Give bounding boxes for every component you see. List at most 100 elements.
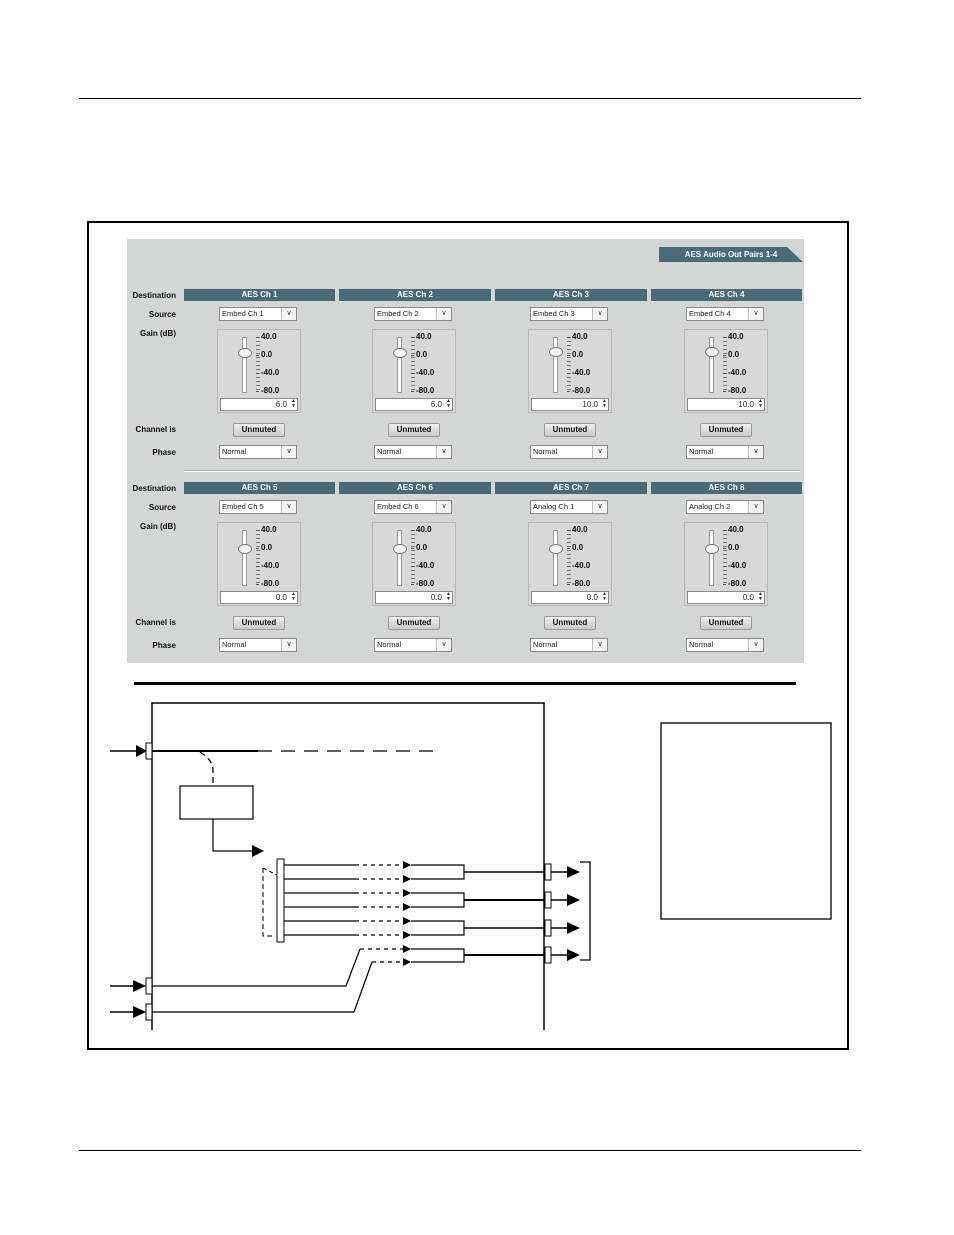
- gain-slider-track[interactable]: [553, 337, 558, 393]
- gain-scale-label: 0.0: [261, 543, 273, 552]
- slider-thumb-icon[interactable]: [549, 346, 563, 357]
- gain-scale-mark: [256, 373, 259, 374]
- chevron-down-icon[interactable]: ∨: [592, 501, 607, 513]
- spin-arrows-icon[interactable]: ▲▼: [758, 398, 763, 409]
- source-select-4[interactable]: Embed Ch 4∨: [686, 307, 764, 321]
- chevron-down-icon[interactable]: ∨: [436, 501, 451, 513]
- chevron-down-icon[interactable]: ∨: [748, 639, 763, 651]
- panel-title-tab[interactable]: AES Audio Out Pairs 1-4: [659, 247, 803, 262]
- chevron-down-icon[interactable]: ∨: [436, 639, 451, 651]
- gain-scale-ticks: [256, 530, 260, 584]
- mute-button-4[interactable]: Unmuted: [700, 423, 752, 437]
- mute-button-1[interactable]: Unmuted: [233, 423, 285, 437]
- gain-scale-mark: [723, 391, 726, 392]
- page-top-rule: [79, 98, 861, 99]
- row-label-phase: Phase: [152, 448, 176, 457]
- spin-arrows-icon[interactable]: ▲▼: [291, 398, 296, 409]
- chevron-down-icon[interactable]: ∨: [281, 446, 296, 458]
- row-label-channel_is: Channel is: [135, 618, 176, 627]
- chevron-down-icon[interactable]: ∨: [748, 308, 763, 320]
- gain-scale-mark: [723, 548, 726, 549]
- chevron-down-icon[interactable]: ∨: [281, 308, 296, 320]
- phase-select-6[interactable]: Normal∨: [374, 638, 452, 652]
- chevron-down-icon[interactable]: ∨: [592, 308, 607, 320]
- slider-thumb-icon[interactable]: [238, 544, 252, 554]
- source-select-value: Embed Ch 6: [377, 502, 419, 511]
- mute-button-5[interactable]: Unmuted: [233, 616, 285, 630]
- gain-slider-track[interactable]: [397, 530, 402, 586]
- gain-slider-track[interactable]: [553, 530, 558, 586]
- chevron-down-icon[interactable]: ∨: [436, 308, 451, 320]
- gain-value-field[interactable]: 6.0▲▼: [220, 398, 298, 411]
- row-label-destination: Destination: [132, 484, 176, 493]
- gain-slider-track[interactable]: [242, 530, 247, 586]
- gain-slider-track[interactable]: [709, 337, 714, 393]
- source-select-6[interactable]: Embed Ch 6 ∨: [374, 500, 452, 514]
- spin-arrows-icon[interactable]: ▲▼: [446, 398, 451, 409]
- slider-thumb-icon[interactable]: [238, 348, 252, 359]
- mute-button-6[interactable]: Unmuted: [388, 616, 440, 630]
- slider-thumb-icon[interactable]: [705, 346, 719, 357]
- gain-scale-mark: [411, 337, 414, 338]
- gain-scale-label: -80.0: [728, 386, 747, 395]
- source-select-3[interactable]: Embed Ch 3∨: [530, 307, 608, 321]
- gain-value-field[interactable]: 0.0▲▼: [220, 591, 298, 604]
- phase-select-8[interactable]: Normal∨: [686, 638, 764, 652]
- gain-value-field[interactable]: 0.0▲▼: [375, 591, 453, 604]
- source-select-1[interactable]: Embed Ch 1∨: [219, 307, 297, 321]
- mute-button-8[interactable]: Unmuted: [700, 616, 752, 630]
- gain-value-field[interactable]: 6.0▲▼: [375, 398, 453, 411]
- chevron-down-icon[interactable]: ∨: [592, 446, 607, 458]
- slider-thumb-icon[interactable]: [393, 544, 407, 554]
- analog-connector-1: [145, 977, 153, 995]
- row-label-source: Source: [148, 503, 176, 512]
- slider-thumb-icon[interactable]: [705, 544, 719, 554]
- source-select-7[interactable]: Analog Ch 1∨: [530, 500, 608, 514]
- gain-scale-label: -40.0: [261, 561, 280, 570]
- gain-value-field[interactable]: 10.0▲▼: [687, 398, 765, 411]
- gain-scale-label: -80.0: [416, 579, 435, 588]
- phase-select-5[interactable]: Normal∨: [219, 638, 297, 652]
- gain-scale-label: 0.0: [416, 350, 428, 359]
- phase-select-7[interactable]: Normal∨: [530, 638, 608, 652]
- slider-thumb-icon[interactable]: [549, 544, 563, 554]
- spin-arrows-icon[interactable]: ▲▼: [446, 591, 451, 602]
- gain-scale-label: -80.0: [416, 386, 435, 395]
- gain-scale-mark: [723, 337, 726, 338]
- phase-select-1[interactable]: Normal∨: [219, 445, 297, 459]
- source-select-8[interactable]: Analog Ch 2 ∨: [686, 500, 764, 514]
- gain-slider-track[interactable]: [709, 530, 714, 586]
- mute-button-7[interactable]: Unmuted: [544, 616, 596, 630]
- gain-value-field[interactable]: 0.0▲▼: [687, 591, 765, 604]
- gain-value-field[interactable]: 10.0▲▼: [531, 398, 609, 411]
- chevron-down-icon[interactable]: ∨: [281, 639, 296, 651]
- source-select-value: Analog Ch 2: [689, 502, 731, 511]
- chevron-down-icon[interactable]: ∨: [748, 446, 763, 458]
- mute-button-2[interactable]: Unmuted: [388, 423, 440, 437]
- figure-frame: [87, 221, 849, 1050]
- source-select-2[interactable]: Embed Ch 2∨: [374, 307, 452, 321]
- gain-scale-label: -80.0: [572, 386, 591, 395]
- spin-arrows-icon[interactable]: ▲▼: [602, 591, 607, 602]
- gain-value-field[interactable]: 0.0▲▼: [531, 591, 609, 604]
- chevron-down-icon[interactable]: ∨: [436, 446, 451, 458]
- gain-slider-track[interactable]: [397, 337, 402, 393]
- slider-thumb-icon[interactable]: [393, 348, 407, 359]
- phase-select-3[interactable]: Normal∨: [530, 445, 608, 459]
- gain-scale-mark: [411, 373, 414, 374]
- gain-scale-label: 40.0: [261, 525, 277, 534]
- chevron-down-icon[interactable]: ∨: [748, 501, 763, 513]
- phase-select-4[interactable]: Normal∨: [686, 445, 764, 459]
- spin-arrows-icon[interactable]: ▲▼: [602, 398, 607, 409]
- source-select-5[interactable]: Embed Ch 5∨: [219, 500, 297, 514]
- gain-slider-track[interactable]: [242, 337, 247, 393]
- chevron-down-icon[interactable]: ∨: [281, 501, 296, 513]
- mute-button-3[interactable]: Unmuted: [544, 423, 596, 437]
- gain-scale-mark: [723, 355, 726, 356]
- spin-arrows-icon[interactable]: ▲▼: [291, 591, 296, 602]
- spin-arrows-icon[interactable]: ▲▼: [758, 591, 763, 602]
- chevron-down-icon[interactable]: ∨: [592, 639, 607, 651]
- phase-select-2[interactable]: Normal∨: [374, 445, 452, 459]
